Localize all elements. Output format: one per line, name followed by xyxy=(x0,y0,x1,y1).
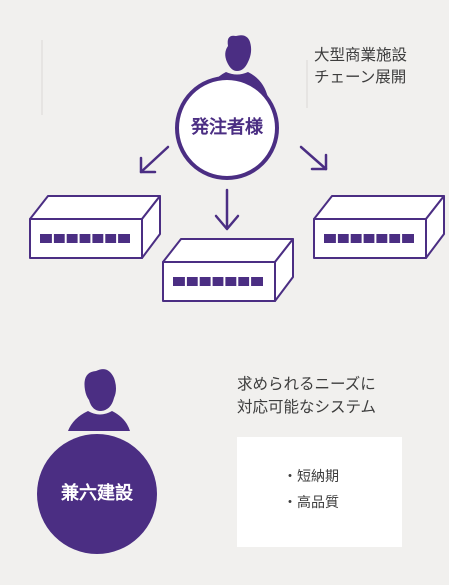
requirement-item: 短納期 xyxy=(283,464,339,490)
client-note-line-2: チェーン展開 xyxy=(314,68,407,86)
client-note-line-1: 大型商業施設 xyxy=(314,46,408,64)
store-center-icon xyxy=(162,238,294,302)
needs-line-2: 対応可能なシステム xyxy=(237,398,377,416)
store-right-windows xyxy=(324,234,414,243)
arrow-down-left-icon xyxy=(139,145,170,174)
requirements-list: 短納期 高品質 xyxy=(283,464,339,516)
requirement-item: 高品質 xyxy=(283,490,339,516)
store-left-windows xyxy=(40,234,130,243)
client-circle xyxy=(175,76,279,180)
arrow-down-icon xyxy=(214,188,240,231)
company-circle xyxy=(37,434,157,554)
store-right-icon xyxy=(313,195,445,259)
company-person-icon xyxy=(68,369,130,431)
store-center-windows xyxy=(173,277,263,286)
company-name: 兼六建設 xyxy=(61,483,133,504)
client-name: 発注者様 xyxy=(191,117,263,138)
requirements-box: 短納期 高品質 xyxy=(237,437,402,547)
arrow-down-right-icon xyxy=(299,145,328,171)
needs-line-1: 求められるニーズに xyxy=(237,375,376,393)
store-left-icon xyxy=(29,195,161,259)
